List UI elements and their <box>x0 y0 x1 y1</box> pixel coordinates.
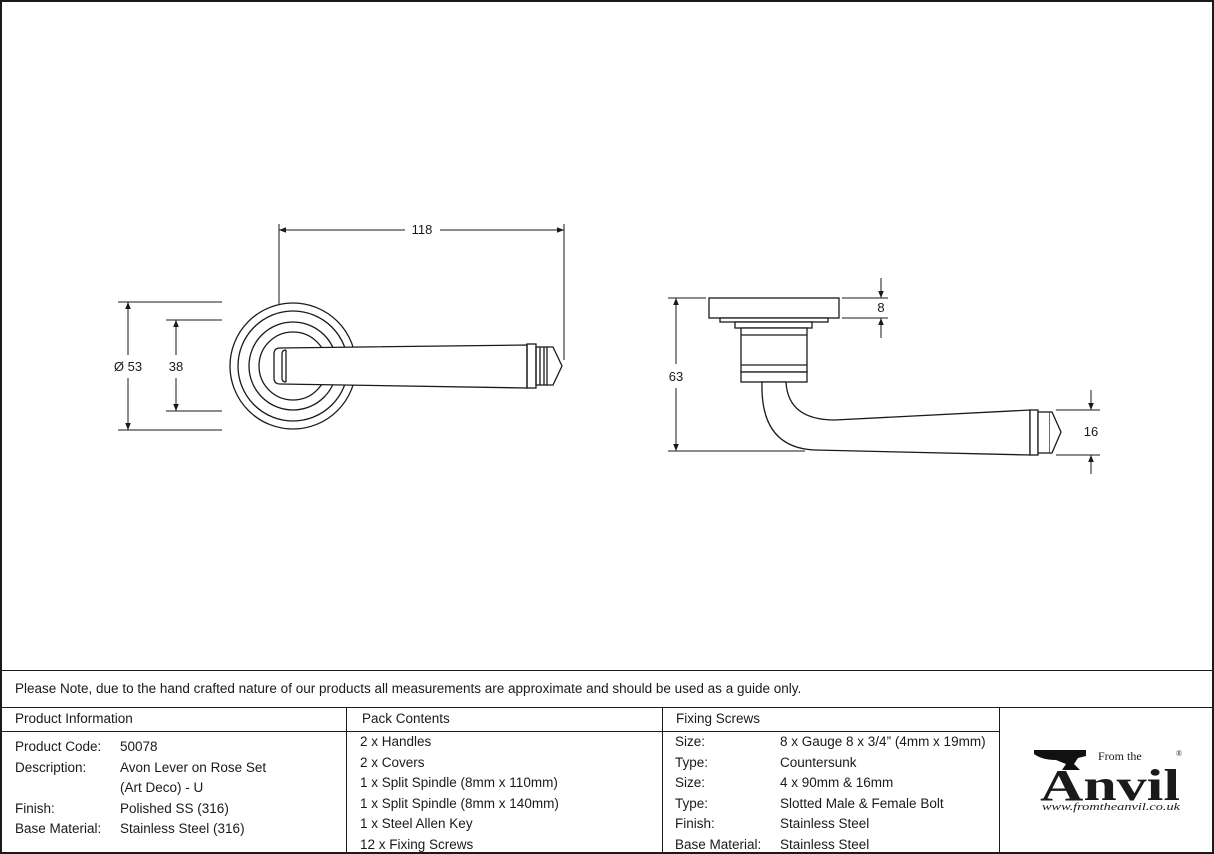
side-end-tip <box>1050 411 1062 454</box>
product-info-value: (Art Deco) - U <box>120 780 204 795</box>
product-info-row: Product Code: 50078 <box>0 737 346 758</box>
side-view <box>708 297 1062 456</box>
rose-collar <box>740 371 808 383</box>
dim-label-53: Ø 53 <box>114 359 142 374</box>
fixing-row: Size: 8 x Gauge 8 x 3/4” (4mm x 19mm) <box>663 732 999 753</box>
lever-end-collar <box>526 343 537 389</box>
fixing-value: Stainless Steel <box>780 816 870 831</box>
product-info-value: Stainless Steel (316) <box>120 821 245 836</box>
logo-url: www.fromtheanvil.co.uk <box>1042 802 1181 813</box>
logo-brand: Anvil <box>1040 761 1180 810</box>
pack-item: 1 x Steel Allen Key <box>360 816 473 831</box>
fixing-row: Finish: Stainless Steel <box>663 814 999 835</box>
fixing-label: Size: <box>675 734 706 749</box>
pack-contents-heading: Pack Contents <box>347 708 662 732</box>
lever-arm <box>273 344 528 389</box>
side-end-collar <box>1029 409 1039 456</box>
fixing-label: Size: <box>675 775 706 790</box>
product-info-value: 50078 <box>120 739 158 754</box>
product-info-value: Polished SS (316) <box>120 800 229 816</box>
anvil-icon <box>1034 750 1086 770</box>
fixing-screws-panel: Fixing Screws Size: 8 x Gauge 8 x 3/4” (4… <box>663 708 1000 854</box>
fixing-value: 8 x Gauge 8 x 3/4” (4mm x 19mm) <box>780 734 986 749</box>
dim-label-8: 8 <box>877 300 884 315</box>
fixing-row: Type: Countersunk <box>663 753 999 774</box>
measurement-note: Please Note, due to the hand crafted nat… <box>0 670 1214 708</box>
pack-item: 2 x Covers <box>360 754 425 770</box>
fixing-label: Type: <box>675 754 709 770</box>
pack-item: 2 x Handles <box>360 734 432 749</box>
dim-label-63: 63 <box>669 369 683 384</box>
fixing-value: Countersunk <box>780 754 857 770</box>
fixing-screws-heading: Fixing Screws <box>663 708 999 732</box>
logo-registered: ® <box>1176 749 1182 758</box>
fixing-value: 4 x 90mm & 16mm <box>780 775 894 790</box>
product-information-panel: Product Information Product Code: 50078 D… <box>0 708 347 854</box>
side-end-cap <box>1037 411 1051 454</box>
product-info-row: Finish: Polished SS (316) <box>0 799 346 820</box>
product-info-row: (Art Deco) - U <box>0 778 346 799</box>
front-view <box>229 302 563 430</box>
fixing-label: Type: <box>675 795 709 811</box>
fixing-label: Base Material: <box>675 836 762 852</box>
side-lever <box>761 381 1031 456</box>
pack-item: 1 x Split Spindle (8mm x 110mm) <box>360 775 558 790</box>
logo-from-the: From the <box>1098 749 1142 763</box>
fixing-row: Base Material: Stainless Steel <box>663 835 999 854</box>
fixing-label: Finish: <box>675 816 715 831</box>
lever-shank <box>281 349 287 383</box>
technical-drawing: 118 Ø 53 38 63 8 16 <box>114 222 1100 474</box>
rose-neck <box>734 321 813 329</box>
fixing-value: Slotted Male & Female Bolt <box>780 795 944 811</box>
dim-label-38: 38 <box>169 359 183 374</box>
pack-contents-panel: Pack Contents 2 x Handles 2 x Covers 1 x… <box>347 708 663 854</box>
pack-item: 1 x Split Spindle (8mm x 140mm) <box>360 795 559 811</box>
lever-end-tip <box>547 346 563 386</box>
product-info-row: Description: Avon Lever on Rose Set <box>0 758 346 779</box>
fixing-row: Size: 4 x 90mm & 16mm <box>663 773 999 794</box>
fixing-value: Stainless Steel <box>780 836 870 852</box>
product-info-label: Description: <box>15 759 87 775</box>
pack-item: 12 x Fixing Screws <box>360 836 474 852</box>
product-info-row: Base Material: Stainless Steel (316) <box>0 819 346 840</box>
product-info-label: Base Material: <box>15 821 102 836</box>
rose-plate <box>708 297 840 319</box>
lever-end-cap <box>535 346 548 386</box>
dim-label-118: 118 <box>412 222 433 237</box>
product-info-label: Product Code: <box>15 739 102 754</box>
fixing-row: Type: Slotted Male & Female Bolt <box>663 794 999 815</box>
product-info-value: Avon Lever on Rose Set <box>120 759 267 775</box>
from-the-anvil-logo: From the ® Anvil www.fromtheanvil.co.uk <box>1034 749 1182 813</box>
product-info-label: Finish: <box>15 800 55 816</box>
product-info-label <box>15 778 120 799</box>
product-information-heading: Product Information <box>0 708 346 732</box>
dim-label-16: 16 <box>1084 424 1098 439</box>
